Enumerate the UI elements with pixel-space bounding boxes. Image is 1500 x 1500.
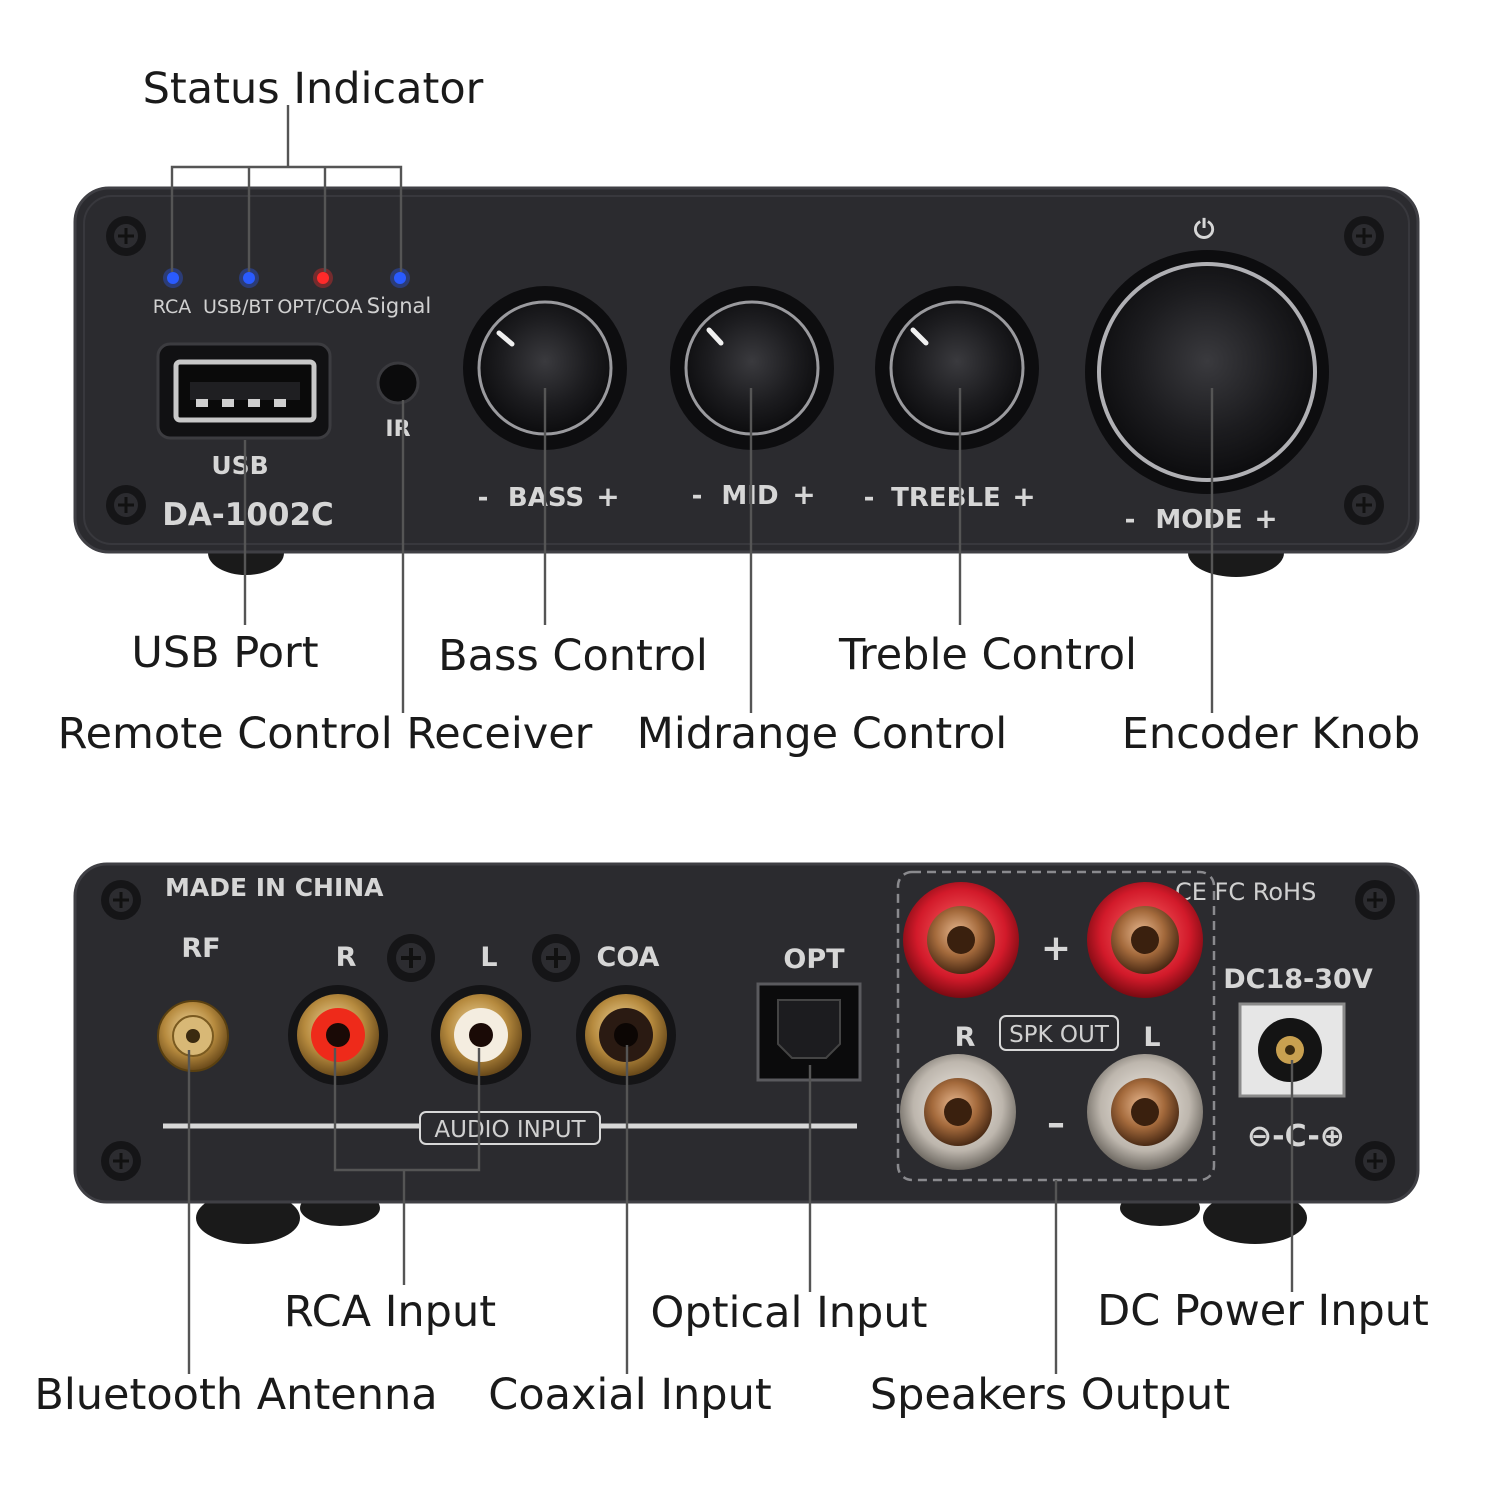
dc-voltage-label: DC18-30V [1223,964,1373,995]
callout-midrange-control: Midrange Control [637,709,1007,759]
spk-r-label: R [955,1022,976,1053]
rca-l-label: L [480,942,497,973]
screw-icon [1344,216,1384,256]
coa-label: COA [597,942,660,973]
mode-label: MODE [1155,505,1242,535]
back-leader-lines [187,1045,1294,1374]
callout-speakers-output: Speakers Output [870,1370,1230,1420]
status-leds [163,268,410,288]
callout-usb-port: USB Port [131,628,318,678]
rf-label: RF [181,933,220,964]
mid-plus: + [792,478,815,511]
led-label-rca: RCA [153,296,192,318]
usb-label: USB [211,451,268,480]
callout-optical-input: Optical Input [651,1288,928,1338]
spk-minus: – [1047,1103,1065,1144]
speaker-post-right-positive[interactable] [903,882,1019,998]
led-opt-coa [317,272,329,284]
bass-minus: - [478,483,489,513]
foot [196,1192,300,1244]
led-usb-bt [243,272,255,284]
encoder-knob[interactable] [1085,250,1329,494]
screw-icon [1344,485,1384,525]
ir-label: IR [385,417,410,442]
model-name: DA-1002C [162,497,334,533]
coaxial-jack[interactable] [576,985,676,1085]
led-label-usb-bt: USB/BT [203,296,273,318]
screw-icon [1355,880,1395,920]
speaker-post-right-negative[interactable] [900,1054,1016,1170]
spk-l-label: L [1143,1022,1160,1053]
callout-bluetooth-antenna: Bluetooth Antenna [34,1370,437,1420]
callout-rca-input: RCA Input [284,1287,496,1337]
power-icon: ⏻ [1194,215,1215,245]
mode-minus: - [1125,505,1136,535]
screw-icon [101,1141,141,1181]
treble-minus: - [864,483,875,513]
mid-minus: - [692,481,703,511]
ir-receiver [376,361,420,405]
spk-plus: + [1041,928,1071,969]
spk-out-label: SPK OUT [1009,1022,1110,1048]
callout-status-indicator: Status Indicator [143,64,484,114]
led-rca [167,272,179,284]
speaker-post-left-negative[interactable] [1087,1054,1203,1170]
bluetooth-antenna-connector[interactable] [157,1000,229,1072]
optical-port[interactable] [756,982,862,1082]
screw-icon [106,216,146,256]
rca-right-jack[interactable] [288,985,388,1085]
front-panel: RCA USB/BT OPT/COA Signal USB DA-1002C I… [73,186,1420,577]
treble-label: TREBLE [891,483,1001,513]
treble-knob[interactable] [875,286,1039,450]
back-panel: MADE IN CHINA RF R L COA [73,862,1420,1244]
rca-left-jack[interactable] [431,985,531,1085]
rca-r-label: R [336,942,357,973]
callout-encoder-knob: Encoder Knob [1122,709,1421,759]
audio-input-label: AUDIO INPUT [434,1117,586,1143]
foot [1203,1192,1307,1244]
usb-port[interactable] [156,342,332,440]
bass-plus: + [596,480,619,513]
front-leader-lines [170,105,1214,713]
callout-dc-power-input: DC Power Input [1097,1286,1429,1336]
led-signal [394,272,406,284]
screw-icon [1355,1141,1395,1181]
cert-marks: CE FC RoHS [1175,878,1316,906]
back-chassis [73,862,1420,1204]
callout-treble-control: Treble Control [838,630,1137,680]
mode-plus: + [1254,502,1277,535]
treble-plus: + [1012,480,1035,513]
led-label-opt-coa: OPT/COA [277,296,362,318]
opt-label: OPT [783,944,845,975]
screw-icon [387,934,435,982]
made-in-label: MADE IN CHINA [165,873,384,902]
screw-icon [106,485,146,525]
screw-icon [532,934,580,982]
polarity-symbol: ⊖-C-⊕ [1247,1119,1345,1154]
screw-icon [101,880,141,920]
speaker-post-left-positive[interactable] [1087,882,1203,998]
callout-coaxial-input: Coaxial Input [488,1370,771,1420]
callout-remote-control-receiver: Remote Control Receiver [58,709,593,759]
callout-bass-control: Bass Control [438,631,708,681]
led-label-signal: Signal [367,294,432,318]
